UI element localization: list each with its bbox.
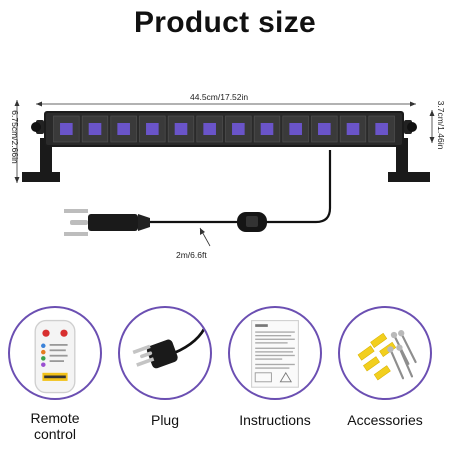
remote-control-icon xyxy=(34,319,76,394)
power-cable xyxy=(64,150,332,236)
led-cell xyxy=(53,115,80,143)
led-cell xyxy=(139,115,166,143)
led-cell xyxy=(167,115,195,143)
led-cell xyxy=(311,115,338,143)
instructions-circle xyxy=(228,306,322,400)
led-bar xyxy=(44,111,404,147)
product-diagram xyxy=(14,100,435,247)
accessory-label-plug: Plug xyxy=(150,412,180,428)
bar-height-dimension-line xyxy=(429,110,435,143)
accessory-label-instructions: Instructions xyxy=(239,412,311,428)
led-cell xyxy=(110,115,137,143)
led-cell xyxy=(196,115,223,143)
accessory-label-accessories: Accessories xyxy=(347,412,423,428)
led-cell xyxy=(339,115,367,143)
instructions-icon xyxy=(251,320,299,388)
bar-height-label: 3.7cm/1.46in xyxy=(436,100,446,150)
mounting-bracket-left xyxy=(22,120,60,182)
total-height-label: 6.75cm/2.66in xyxy=(10,110,20,164)
led-array xyxy=(53,115,395,143)
remote-control-circle xyxy=(8,306,102,400)
cable-length-pointer xyxy=(199,227,211,247)
page-title: Product size xyxy=(134,6,316,39)
led-cell xyxy=(282,115,309,143)
screws-icon xyxy=(357,330,417,381)
led-cell xyxy=(253,115,281,143)
plug-circle xyxy=(118,306,212,400)
cable-length-label: 2m/6.6ft xyxy=(176,250,207,260)
accessories-circle xyxy=(338,306,432,400)
plug-icon xyxy=(132,323,208,369)
mounting-bracket-right xyxy=(388,120,430,182)
led-cell xyxy=(368,115,395,143)
width-label: 44.5cm/17.52in xyxy=(190,92,249,102)
width-dimension-line xyxy=(36,101,416,107)
led-cell xyxy=(81,115,109,143)
led-cell xyxy=(225,115,252,143)
total-height-dimension-line xyxy=(14,100,20,183)
